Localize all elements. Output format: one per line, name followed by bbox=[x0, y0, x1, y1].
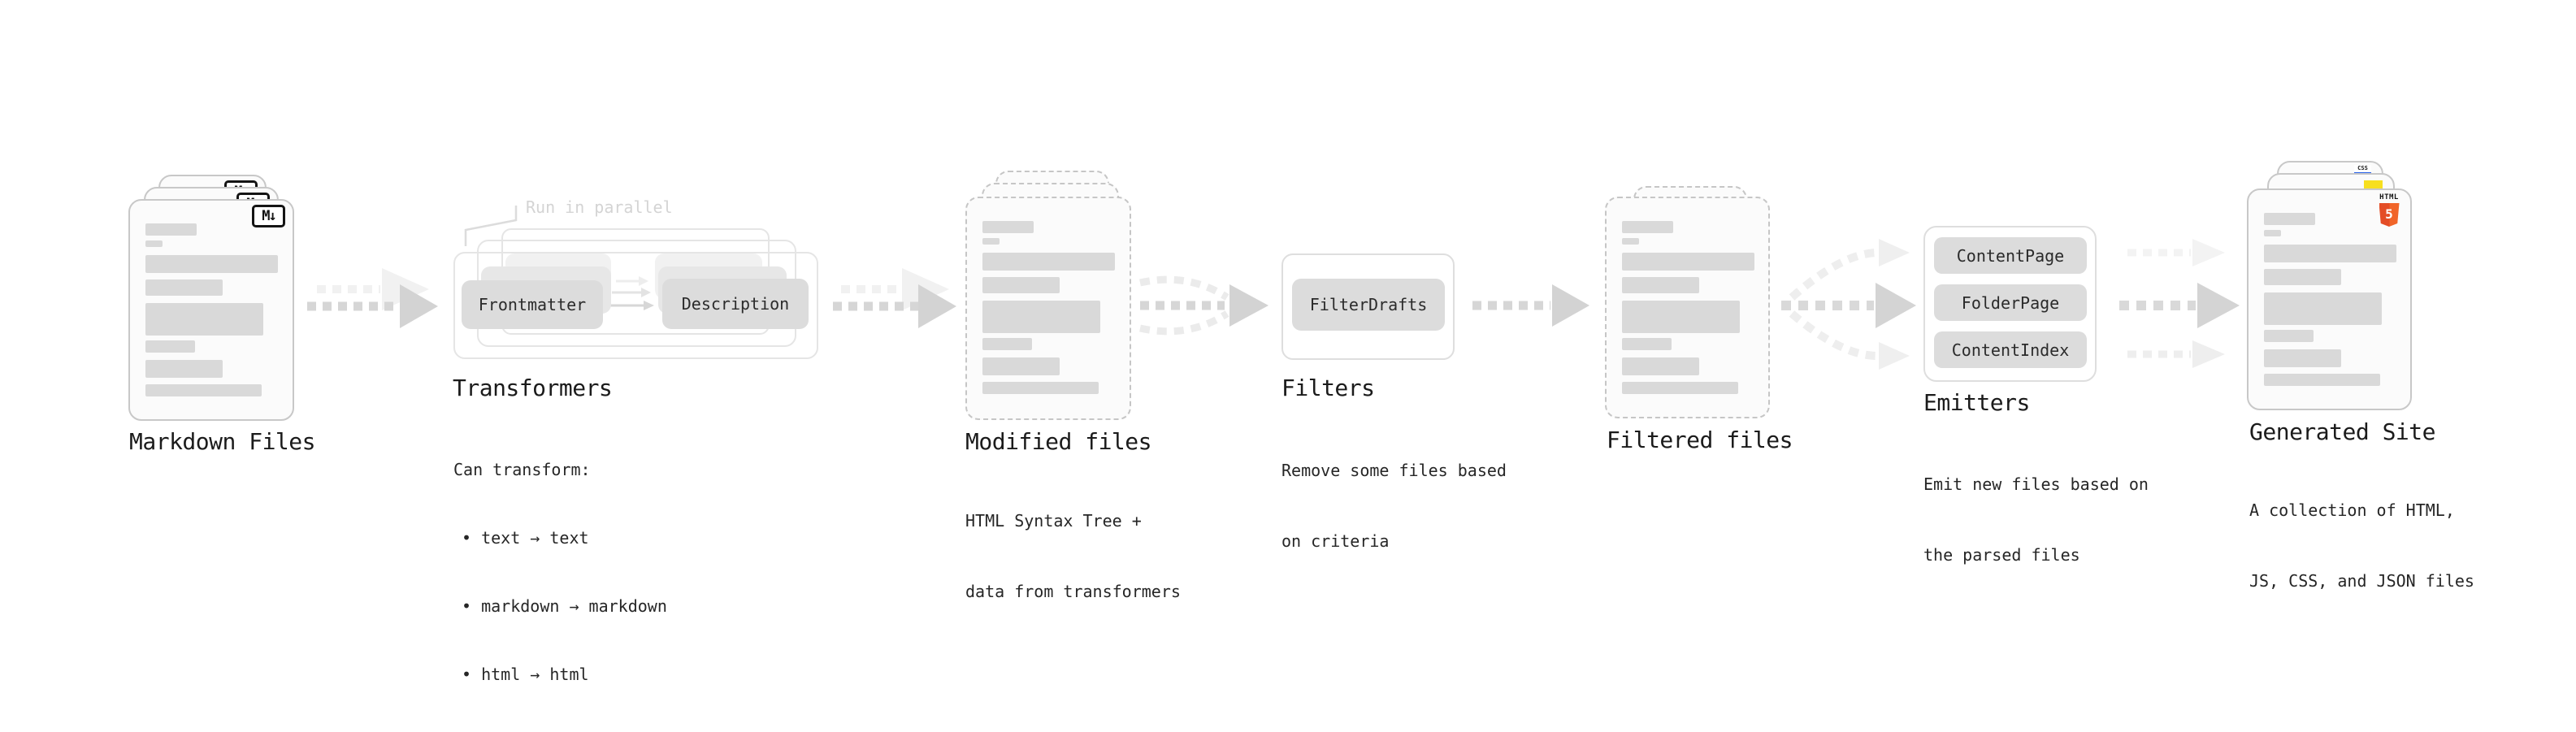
arrow-filters-to-filtered bbox=[1472, 284, 1589, 327]
flow-arrows bbox=[307, 206, 2240, 370]
arrow-filtered-to-emitters bbox=[1781, 239, 1916, 370]
arrow-modified-to-filters bbox=[1139, 275, 1268, 336]
run-in-parallel-pointer bbox=[464, 206, 518, 246]
arrow-markdown-to-transformers bbox=[307, 268, 438, 328]
arrow-emitters-to-generated bbox=[2119, 239, 2240, 368]
parallel-transform-arrows bbox=[609, 276, 654, 310]
arrow-transformers-to-modified bbox=[833, 268, 956, 328]
pipeline-diagram: M↓ M↓ M↓ Markdown Files Frontmatter Desc… bbox=[128, 161, 2474, 684]
